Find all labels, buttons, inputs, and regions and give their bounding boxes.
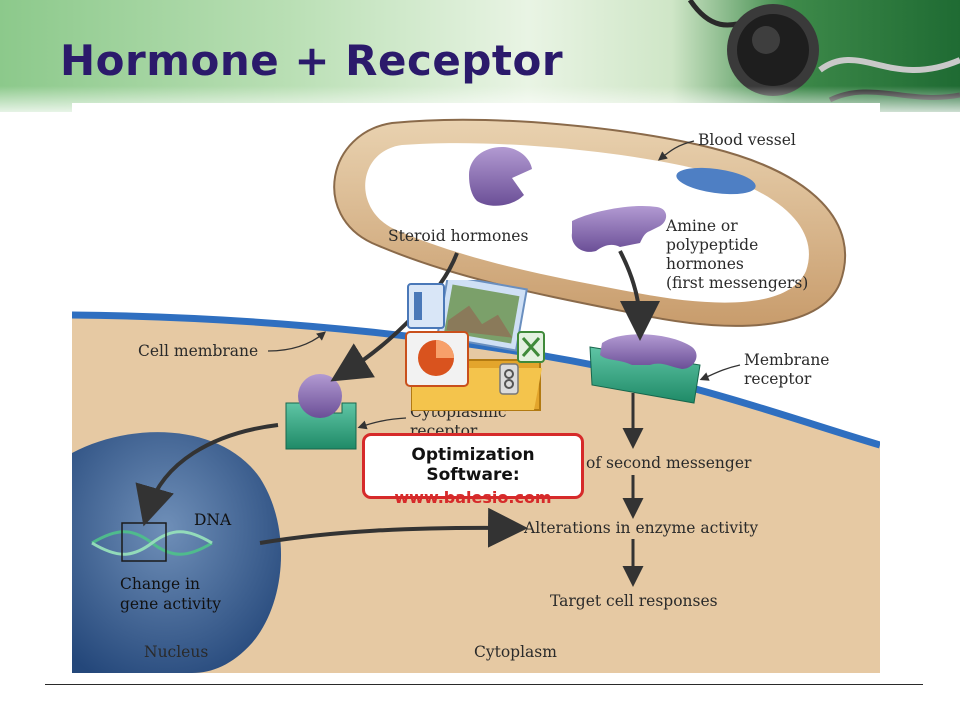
bound-amine-hormone xyxy=(600,334,697,369)
arrow-amine-to-membrane xyxy=(618,250,660,341)
label-alterations: Alterations in enzyme activity xyxy=(523,519,758,537)
label-nucleus: Nucleus xyxy=(144,643,208,661)
arrow-nucleus-to-alterations xyxy=(259,507,528,548)
file-icons-cluster xyxy=(405,280,545,411)
label-change-line2: gene activity xyxy=(120,595,221,613)
steroid-hormone-molecule xyxy=(469,147,532,206)
zip-icon xyxy=(499,363,519,395)
bound-steroid-hormone xyxy=(298,374,342,418)
watermark-title: Optimization Software: xyxy=(411,445,535,485)
watermark-box: Optimization Software: www.balesio.com xyxy=(362,433,584,507)
leader-membrane-receptor xyxy=(699,364,741,381)
presentation-icon xyxy=(405,331,469,387)
label-blood-vessel: Blood vessel xyxy=(698,131,796,149)
label-steroid-hormones: Steroid hormones xyxy=(388,227,528,245)
label-target: Target cell responses xyxy=(550,592,718,610)
leader-cytoplasmic-receptor xyxy=(357,417,407,430)
label-membrane-line1: Membrane xyxy=(744,351,829,369)
label-amine-line4: (first messengers) xyxy=(666,274,808,292)
label-membrane-line2: receptor xyxy=(744,370,812,388)
spreadsheet-x-icon xyxy=(517,331,545,363)
label-cytoplasm: Cytoplasm xyxy=(474,643,557,661)
label-dna: DNA xyxy=(194,511,232,529)
page-title: Hormone + Receptor xyxy=(60,36,564,85)
label-change-line1: Change in xyxy=(120,575,200,593)
label-amine-line2: polypeptide xyxy=(666,236,758,254)
cell-membrane xyxy=(72,311,880,449)
leader-blood-vessel xyxy=(657,140,695,161)
label-second-messenger: of second messenger xyxy=(586,454,752,472)
label-cell-membrane: Cell membrane xyxy=(138,342,258,360)
leader-cell-membrane xyxy=(267,331,326,352)
bottom-divider xyxy=(45,684,923,685)
label-amine-line3: hormones xyxy=(666,255,744,273)
spreadsheet-icon xyxy=(407,283,445,329)
watermark-url: www.balesio.com xyxy=(394,488,552,507)
dna-helix xyxy=(91,530,213,556)
arrow-receptor-to-dna xyxy=(135,423,279,527)
label-amine-line1: Amine or xyxy=(665,217,738,235)
red-blood-cell xyxy=(676,167,756,195)
amine-hormone-molecule xyxy=(571,205,667,252)
diagram-canvas: Blood vessel Steroid hormones Amine or p… xyxy=(72,118,880,673)
